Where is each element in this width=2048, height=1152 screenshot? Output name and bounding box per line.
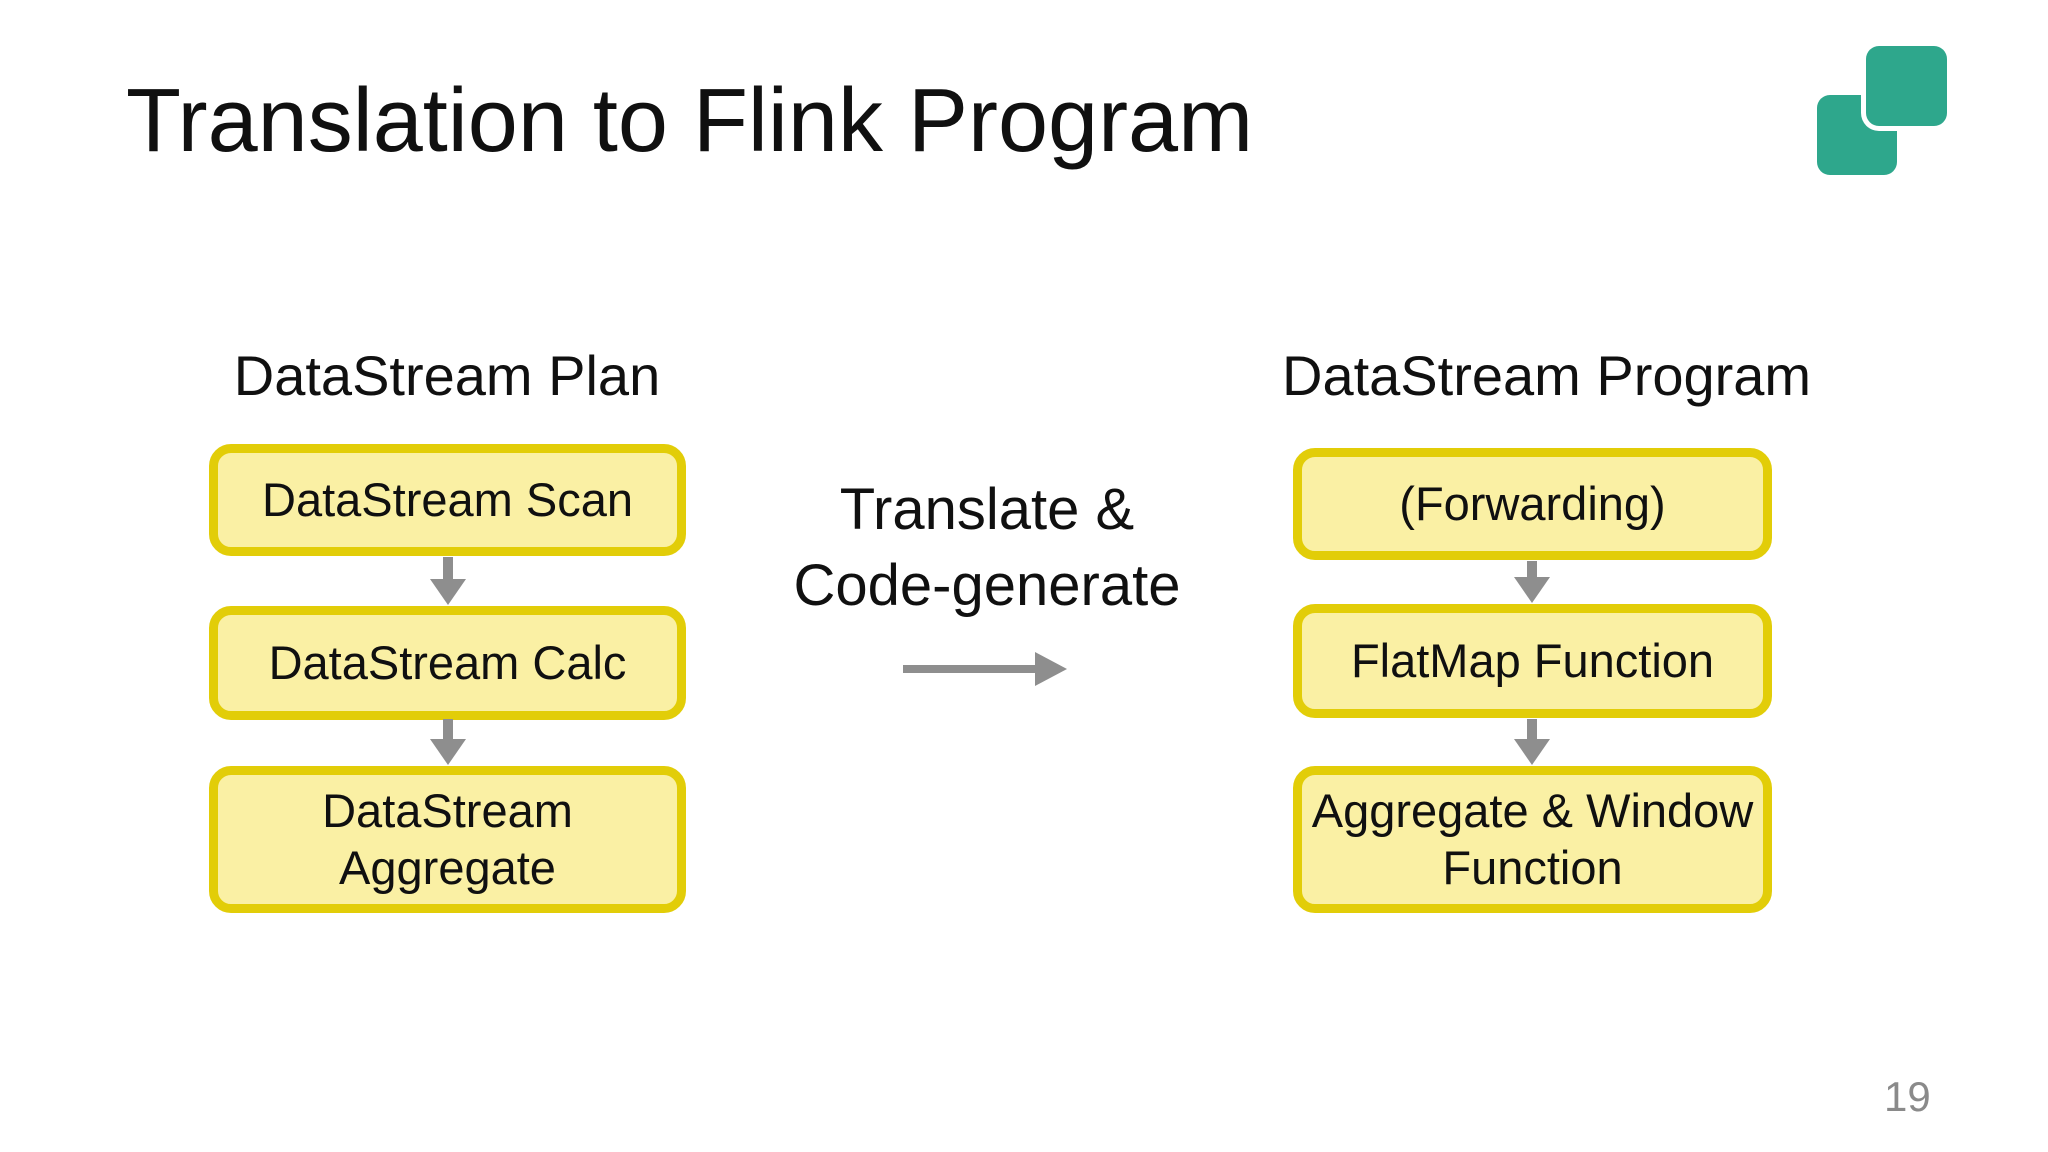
flow-arrow-down-icon <box>1514 719 1550 765</box>
flow-arrow-down-icon <box>430 557 466 605</box>
translate-label-line1: Translate & <box>839 477 1135 542</box>
arrow-head <box>1035 652 1067 686</box>
right-column-header: DataStream Program <box>1282 344 1812 407</box>
node-flatmap-function: FlatMap Function <box>1293 604 1772 718</box>
flow-arrow-down-icon <box>430 719 466 765</box>
node-datastream-calc: DataStream Calc <box>209 606 686 720</box>
arrow-shaft <box>1527 719 1537 741</box>
node-datastream-scan: DataStream Scan <box>209 444 686 556</box>
arrow-shaft <box>443 557 453 581</box>
translate-arrow-right-icon <box>903 652 1067 686</box>
arrow-head <box>1514 739 1550 765</box>
node-forwarding: (Forwarding) <box>1293 448 1772 560</box>
page-number: 19 <box>1884 1073 1931 1120</box>
arrow-shaft <box>443 719 453 741</box>
logo-square-front-icon <box>1866 46 1947 126</box>
node-datastream-aggregate: DataStream Aggregate <box>209 766 686 913</box>
left-column-header: DataStream Plan <box>233 344 661 407</box>
arrow-shaft <box>1527 561 1537 579</box>
translate-label-line2: Code-generate <box>793 553 1181 618</box>
arrow-head <box>430 739 466 765</box>
arrow-head <box>430 579 466 605</box>
arrow-head <box>1514 577 1550 603</box>
node-aggregate-window-function: Aggregate & Window Function <box>1293 766 1772 913</box>
slide-title: Translation to Flink Program <box>126 71 1254 171</box>
logo <box>1810 40 1955 185</box>
translate-label: Translate & Code-generate <box>737 472 1237 624</box>
flow-arrow-down-icon <box>1514 561 1550 603</box>
arrow-shaft <box>903 665 1039 673</box>
